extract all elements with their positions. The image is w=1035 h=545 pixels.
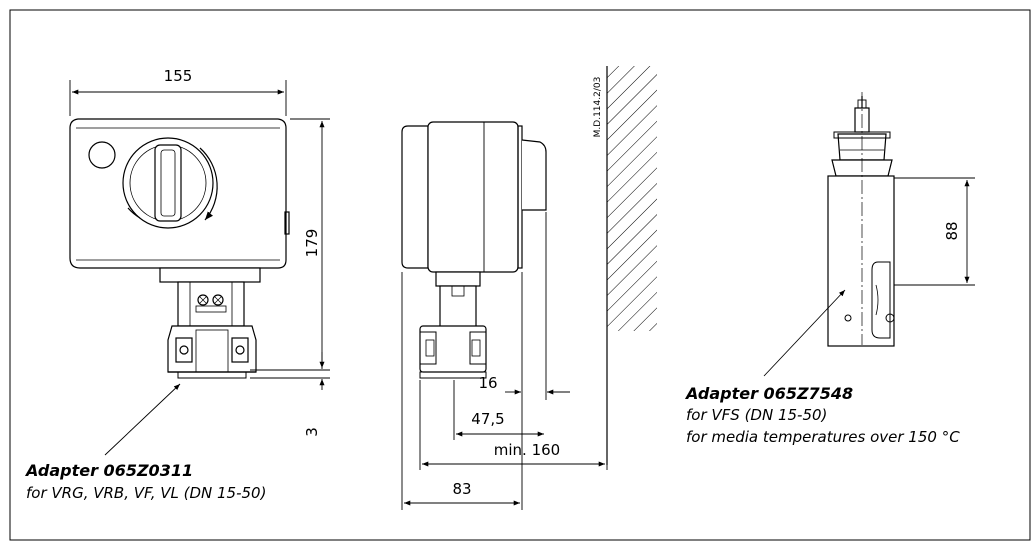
dim-16-label: 16 bbox=[478, 374, 497, 392]
drawing-reference: M.D.114.2/03 bbox=[593, 77, 603, 138]
dimension-179 bbox=[250, 118, 330, 390]
adapter-right-title: Adapter 065Z7548 bbox=[684, 384, 853, 403]
leader-adapter-left bbox=[104, 383, 181, 456]
dim-47-5-label: 47,5 bbox=[471, 410, 504, 428]
dim-155-label: 155 bbox=[164, 67, 193, 85]
adapter-065Z7548-view bbox=[827, 96, 895, 347]
adapter-right-desc-1: for VFS (DN 15-50) bbox=[686, 406, 827, 424]
leader-adapter-right bbox=[763, 289, 846, 377]
mounting-wall bbox=[606, 66, 657, 465]
adapter-right-desc-2: for media temperatures over 150 °C bbox=[686, 428, 960, 446]
dim-83-label: 83 bbox=[452, 480, 471, 498]
side-view-dimensions bbox=[401, 212, 608, 510]
dim-88-label: 88 bbox=[943, 221, 961, 240]
adapter-left-title: Adapter 065Z0311 bbox=[24, 461, 193, 480]
dim-179-label: 179 bbox=[303, 229, 321, 258]
front-view-actuator bbox=[69, 118, 290, 379]
dimension-88 bbox=[894, 177, 975, 286]
side-view-actuator bbox=[401, 121, 547, 379]
dim-3-label: 3 bbox=[303, 427, 321, 437]
dim-min-160-label: min. 160 bbox=[494, 441, 560, 459]
dimension-155 bbox=[69, 80, 287, 116]
drawing-frame bbox=[9, 9, 1031, 541]
adapter-left-desc: for VRG, VRB, VF, VL (DN 15-50) bbox=[26, 484, 266, 502]
